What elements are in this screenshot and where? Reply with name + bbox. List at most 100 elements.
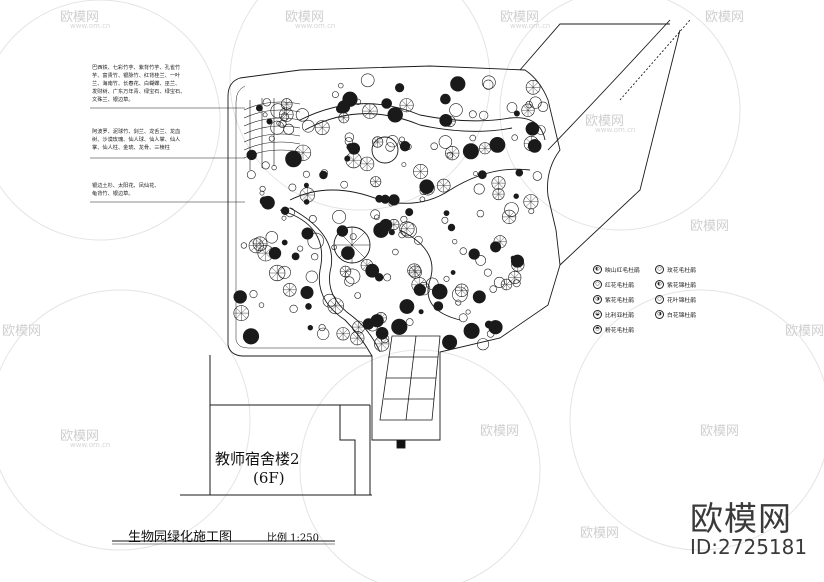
watermark-brand: 欧模网: [60, 10, 100, 25]
tree-canopy: [344, 276, 355, 287]
tree-canopy: [525, 100, 533, 109]
tree-canopy-spoke: [512, 256, 523, 266]
tree-canopy: [367, 320, 379, 332]
site-boundary-inner: [235, 85, 366, 349]
tree-canopy-spoke: [493, 178, 504, 189]
tree-canopy: [529, 96, 542, 109]
tree-canopy: [513, 110, 520, 117]
tree-canopy: [405, 318, 414, 326]
tree-canopy: [280, 112, 290, 121]
tree-canopy: [305, 270, 318, 283]
tree-canopy: [401, 222, 417, 239]
tree-canopy: [405, 208, 414, 217]
tree-canopy: [493, 276, 505, 288]
tree-canopy-spoke: [317, 122, 328, 133]
tree-canopy-spoke: [348, 154, 360, 166]
tree-canopy-spoke: [447, 148, 458, 159]
tree-canopy-spoke: [371, 177, 380, 186]
watermark-brand: 欧模网: [700, 424, 740, 439]
tree-canopy-spoke: [527, 124, 538, 134]
tree-canopy: [289, 304, 298, 314]
tree-canopy-spoke: [338, 227, 347, 235]
watermark-logo: 欧模网: [690, 499, 792, 538]
tree-canopy: [452, 239, 458, 245]
legend-symbol-icon: ◒: [593, 310, 602, 319]
tree-canopy: [283, 123, 295, 135]
drawing-scale: 比例 1:250: [267, 533, 319, 544]
tree-canopy: [398, 136, 405, 143]
tree-canopy: [479, 110, 489, 120]
garden-path: [289, 168, 531, 204]
tree-canopy: [322, 293, 337, 308]
tree-canopy-spoke: [373, 138, 382, 146]
tree-canopy-spoke: [409, 265, 420, 276]
legend-label: 花叶锦杜鹃: [667, 298, 696, 304]
tree-canopy-spoke: [377, 328, 387, 338]
garden-path: [399, 229, 461, 321]
tree-canopy: [431, 283, 448, 300]
tree-canopy-spoke: [354, 322, 364, 332]
tree-canopy: [331, 244, 337, 251]
plant-note-2: 阿波罗、泥球竹、剑兰、龙舌兰、龙血 树、沙漠玫瑰、仙人球、仙人掌、仙人 掌、仙人…: [92, 129, 181, 151]
tree-canopy: [379, 218, 393, 232]
tree-canopy-spoke: [513, 260, 523, 270]
tree-canopy: [249, 290, 258, 299]
tree-canopy: [308, 214, 317, 223]
tree-canopy: [246, 170, 256, 180]
legend-item: ◐ 映山红毛杜鹃: [593, 265, 640, 274]
tree-canopy: [512, 279, 521, 288]
road-edge: [547, 19, 671, 151]
tree-canopy: [317, 327, 330, 340]
tree-canopy: [392, 248, 399, 256]
legend-item: ○ 玫花毛杜鹃: [655, 265, 696, 274]
tree-canopy: [463, 322, 480, 339]
legend-label: 紫花毛杜鹃: [605, 298, 634, 304]
tree-canopy: [349, 233, 357, 240]
watermark-url: www.om.cn: [70, 441, 111, 449]
tree-canopy: [532, 171, 543, 181]
tree-canopy: [285, 207, 295, 218]
tree-canopy: [395, 83, 405, 93]
tree-canopy: [398, 231, 406, 239]
tree-canopy-spoke: [349, 144, 359, 153]
watermark-brand: 欧模网: [500, 10, 540, 25]
tree-canopy-spoke: [401, 301, 413, 312]
tree-canopy: [380, 194, 390, 204]
tree-canopy-spoke: [282, 99, 291, 109]
tree-canopy: [277, 265, 291, 279]
tree-canopy: [262, 98, 271, 107]
tree-canopy-spoke: [287, 153, 300, 165]
tree-canopy-spoke: [465, 145, 477, 157]
tree-canopy: [270, 103, 286, 119]
tree-canopy: [405, 143, 412, 150]
tree-canopy: [281, 215, 287, 221]
tree-canopy: [259, 185, 266, 192]
tree-canopy-spoke: [494, 189, 503, 199]
tree-canopy: [513, 193, 519, 199]
tree-canopy: [443, 275, 450, 282]
tree-canopy: [430, 142, 438, 150]
tree-canopy: [433, 301, 444, 311]
tree-canopy: [261, 161, 270, 170]
tree-canopy: [265, 231, 278, 244]
tree-canopy: [268, 135, 275, 142]
tree-canopy: [511, 134, 518, 141]
garden-path: [279, 209, 373, 357]
tree-canopy: [413, 235, 423, 245]
tree-canopy: [370, 209, 381, 220]
legend-label: 映山红毛杜鹃: [605, 268, 640, 274]
legend-item: ◒ 比利亚杜鹃: [593, 310, 634, 319]
tree-canopy-spoke: [421, 181, 432, 192]
tree-canopy: [504, 202, 519, 217]
tree-canopy: [381, 98, 393, 109]
legend-label: 比利亚杜鹃: [605, 313, 634, 319]
tree-canopy-spoke: [340, 113, 348, 122]
watermark-id: ID:2725181: [690, 535, 808, 559]
tree-canopy-spoke: [495, 237, 505, 247]
tree-canopy: [240, 242, 247, 249]
tree-canopy: [259, 196, 269, 206]
tree-canopy-spoke: [389, 109, 401, 121]
tree-canopy: [465, 309, 471, 315]
tree-canopy: [354, 292, 362, 299]
legend-item: ◐ 紫花锦杜鹃: [655, 280, 696, 289]
